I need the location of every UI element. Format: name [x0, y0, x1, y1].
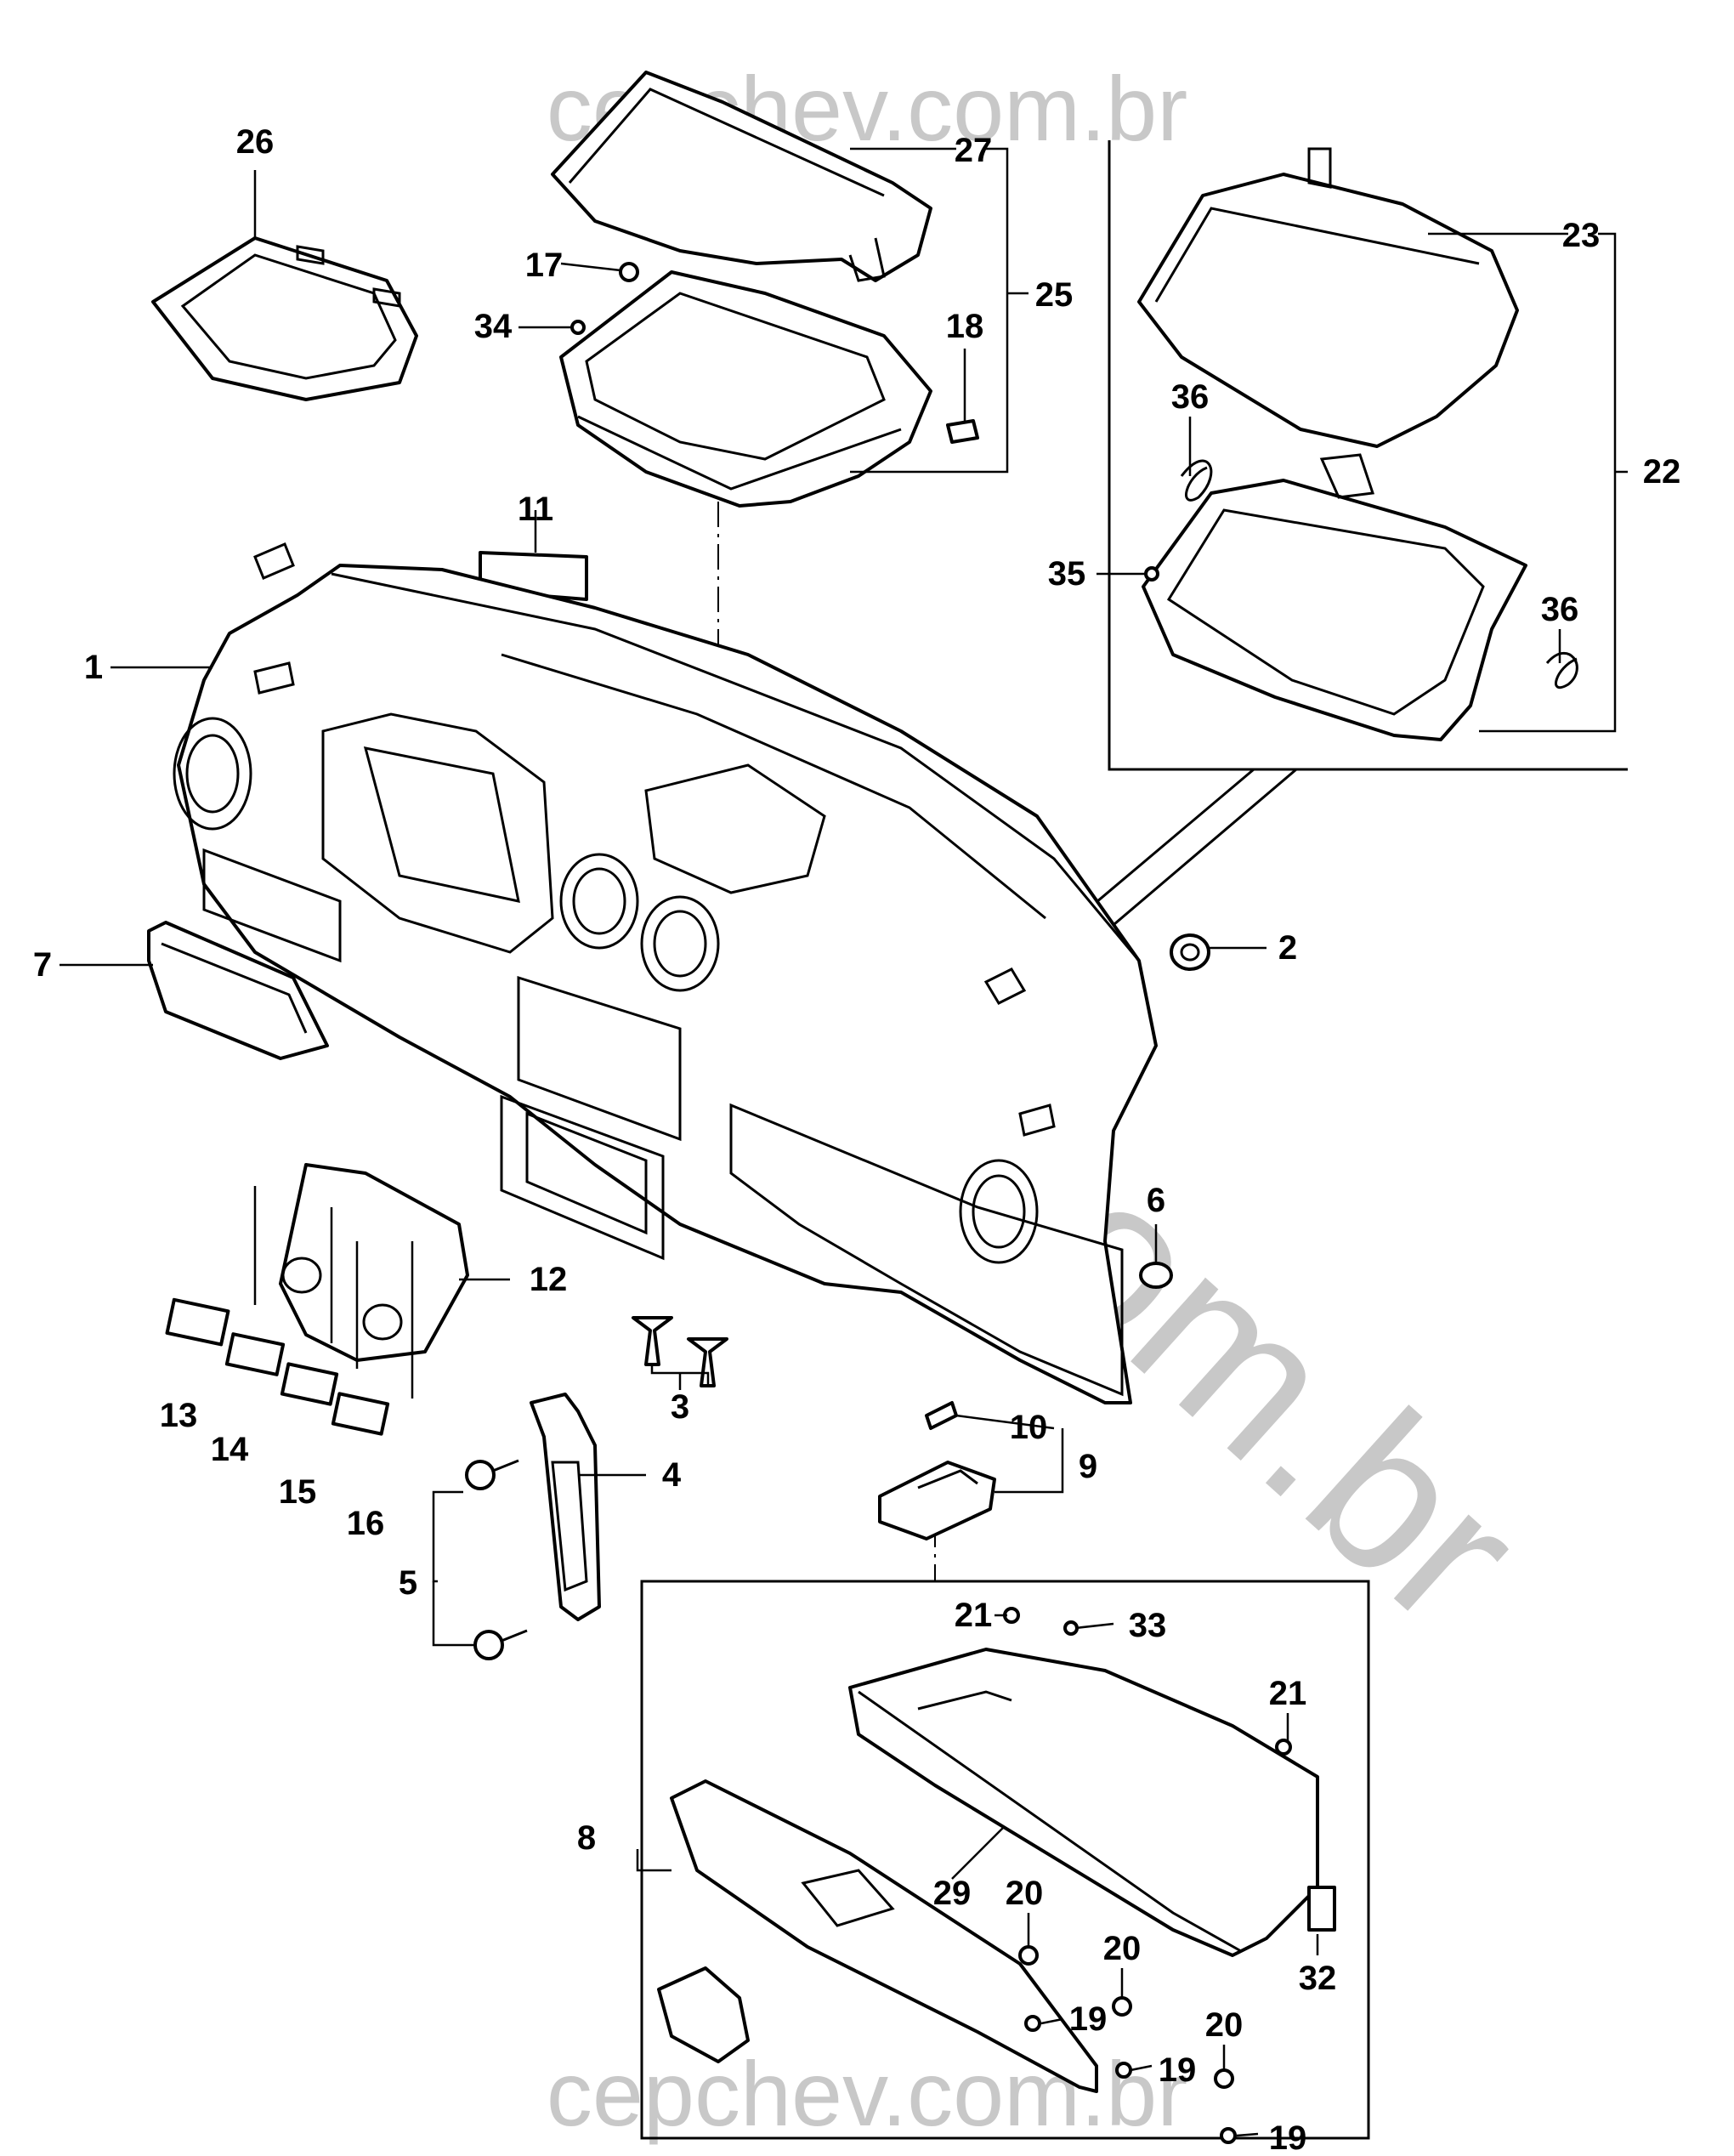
part-19-screw-b — [1115, 2062, 1132, 2079]
part-15-switch — [280, 1362, 339, 1406]
part-20-nut-c — [1214, 2068, 1234, 2089]
part-27-upper-lid — [551, 71, 932, 282]
leader-lines — [60, 147, 1628, 2137]
tray-group-bracket — [1108, 140, 1628, 771]
callout-29: 29 — [933, 1875, 972, 1912]
part-36-spring-bottom — [1545, 651, 1578, 689]
callout-12: 12 — [530, 1261, 568, 1298]
part-19-screw-c — [1220, 2127, 1237, 2144]
part-9-lamp-housing — [878, 1461, 996, 1540]
part-34-screw — [570, 320, 586, 335]
part-10-bulb — [925, 1401, 958, 1430]
callout-8: 8 — [577, 1819, 596, 1857]
callout-20-a: 20 — [1006, 1875, 1044, 1912]
callout-27: 27 — [955, 132, 993, 169]
callout-11: 11 — [518, 491, 553, 528]
callout-36-bottom: 36 — [1541, 591, 1579, 628]
part-14-switch — [224, 1332, 286, 1376]
callout-2: 2 — [1278, 929, 1297, 967]
callout-23: 23 — [1562, 217, 1601, 254]
part-29-glovebox-bin — [848, 1648, 1319, 1957]
part-26-small-tray — [151, 236, 418, 401]
callout-25: 25 — [1035, 276, 1074, 314]
part-25-housing — [559, 270, 932, 508]
callout-19-c: 19 — [1269, 2119, 1307, 2156]
callout-19-b: 19 — [1159, 2051, 1197, 2089]
part-23-right-lid — [1137, 147, 1519, 448]
part-20-nut-a — [1018, 1945, 1039, 1966]
part-1-instrument-panel — [173, 542, 1158, 1404]
callout-3: 3 — [671, 1388, 689, 1426]
callout-18: 18 — [946, 308, 984, 345]
callout-22: 22 — [1643, 453, 1681, 491]
part-17-clip — [619, 262, 639, 282]
part-22-lower-tray — [1142, 453, 1527, 741]
part-18-spring — [946, 419, 979, 444]
part-12-center-bezel — [279, 1163, 469, 1362]
part-3-clips — [632, 1316, 728, 1387]
callout-7: 7 — [33, 946, 52, 984]
callout-14: 14 — [211, 1431, 249, 1468]
callout-4: 4 — [662, 1456, 682, 1494]
callout-34: 34 — [474, 308, 513, 345]
part-33-screw — [1063, 1620, 1079, 1636]
part-32-bumper — [1307, 1886, 1336, 1932]
callout-15: 15 — [279, 1473, 317, 1511]
part-13-switch — [165, 1297, 230, 1347]
part-35-screw — [1144, 566, 1159, 582]
callout-6: 6 — [1147, 1182, 1165, 1219]
callout-1: 1 — [84, 649, 103, 686]
part-4-pillar-trim — [530, 1393, 601, 1621]
part-2-nut — [1170, 933, 1210, 971]
part-36-spring-top — [1180, 459, 1213, 502]
callout-5: 5 — [399, 1564, 417, 1602]
callout-26: 26 — [236, 123, 275, 161]
glovebox-group-frame — [640, 1580, 1370, 2140]
callout-20-b: 20 — [1103, 1930, 1142, 1967]
callout-19-a: 19 — [1069, 2000, 1108, 2038]
callout-9: 9 — [1079, 1448, 1097, 1485]
callout-16: 16 — [347, 1505, 385, 1542]
part-20-nut-b — [1112, 1996, 1132, 2017]
callout-35: 35 — [1048, 555, 1086, 593]
callout-36-top: 36 — [1171, 378, 1210, 416]
part-7-vent-trim — [147, 921, 329, 1060]
callout-20-c: 20 — [1205, 2006, 1244, 2044]
callout-32: 32 — [1299, 1960, 1337, 1997]
callout-13: 13 — [160, 1397, 198, 1434]
part-19-screw-a — [1024, 2015, 1041, 2032]
callout-21-right: 21 — [1269, 1675, 1307, 1712]
part-21-screw-b — [1275, 1739, 1292, 1756]
glovebox-door — [657, 1779, 1098, 2093]
part-6-plug — [1139, 1262, 1173, 1289]
callout-21-top: 21 — [955, 1597, 993, 1634]
part-5-screws — [465, 1459, 528, 1660]
callout-17: 17 — [525, 247, 564, 284]
callout-10: 10 — [1010, 1409, 1048, 1446]
part-16-switch — [331, 1392, 390, 1436]
callout-33: 33 — [1129, 1607, 1167, 1644]
